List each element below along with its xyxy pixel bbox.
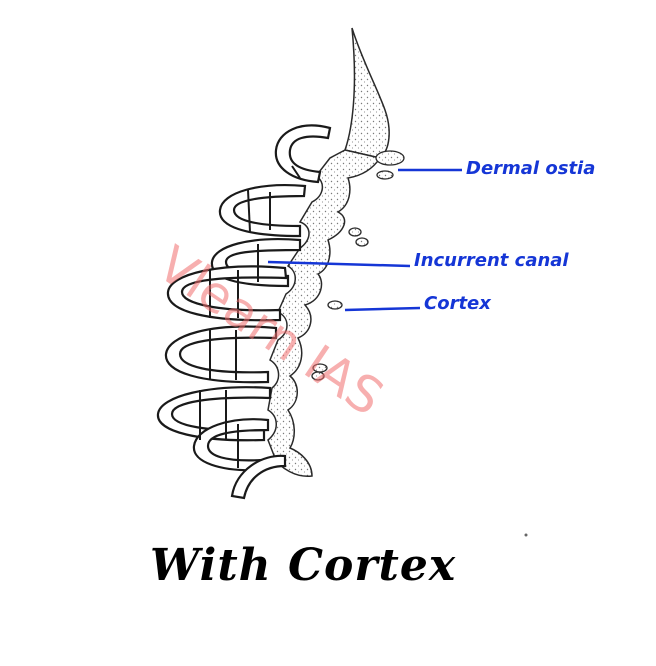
chamber-6 — [156, 386, 272, 442]
ostium-5 — [327, 300, 343, 310]
ostium-2 — [376, 170, 394, 180]
ostium-3 — [348, 227, 362, 237]
cortex-pointer — [344, 306, 421, 312]
label-cortex: Cortex — [424, 293, 491, 314]
incurrent-canal-pointer — [267, 260, 411, 268]
chamber-8 — [230, 454, 287, 500]
ostium-1 — [375, 150, 405, 166]
diagram-caption: With Cortex — [150, 540, 457, 591]
chamber-4 — [166, 265, 288, 322]
osculum-spike — [344, 27, 390, 159]
cortex-band — [267, 149, 382, 477]
chamber-5 — [164, 325, 278, 384]
chamber-1 — [274, 124, 332, 184]
label-incurrent-canal: Incurrent canal — [414, 250, 569, 271]
ostium-4 — [355, 237, 369, 247]
chamber-2 — [218, 184, 307, 238]
label-dermal-ostia: Dermal ostia — [466, 158, 596, 179]
ostium-7 — [312, 363, 328, 373]
